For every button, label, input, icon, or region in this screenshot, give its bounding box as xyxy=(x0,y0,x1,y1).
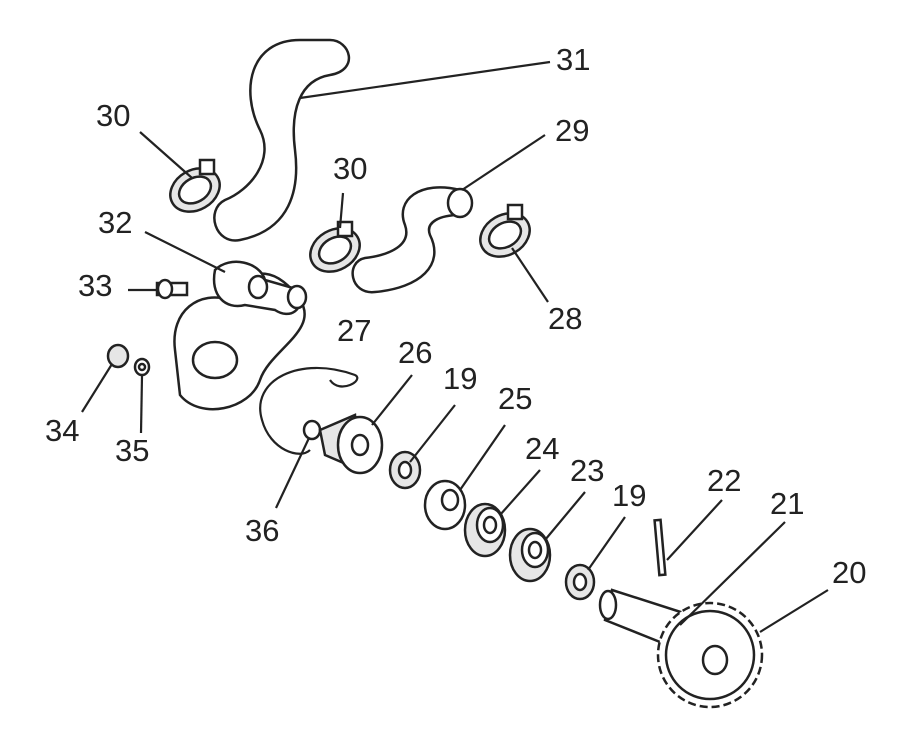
bolt-33 xyxy=(155,278,189,300)
callout-30-middle: 30 xyxy=(333,151,368,186)
callout-22: 22 xyxy=(707,463,742,498)
bearing-24 xyxy=(463,502,507,558)
callout-33: 33 xyxy=(78,268,113,303)
callout-19-a: 19 xyxy=(443,361,478,396)
pin-22 xyxy=(653,518,667,577)
callout-32: 32 xyxy=(98,205,133,240)
callout-29: 29 xyxy=(555,113,590,148)
impeller-26 xyxy=(318,413,384,475)
gasket-27 xyxy=(259,366,359,455)
callout-34: 34 xyxy=(45,413,80,448)
washer-19-b xyxy=(564,563,596,601)
callout-24: 24 xyxy=(525,431,560,466)
leader-lines xyxy=(81,60,829,633)
clamp-30-middle xyxy=(309,220,361,273)
callout-19-b: 19 xyxy=(612,478,647,513)
callout-21: 21 xyxy=(770,486,805,521)
callout-20: 20 xyxy=(832,555,867,590)
callout-36: 36 xyxy=(245,513,280,548)
callout-23: 23 xyxy=(570,453,605,488)
plug-34 xyxy=(106,343,130,369)
clamp-30-left xyxy=(169,158,221,213)
clamp-28 xyxy=(479,203,531,258)
callout-28: 28 xyxy=(548,301,583,336)
washer-35 xyxy=(133,357,151,377)
callout-27: 27 xyxy=(337,313,372,348)
hose-29 xyxy=(351,186,462,294)
callout-35: 35 xyxy=(115,433,150,468)
callout-26: 26 xyxy=(398,335,433,370)
callout-25: 25 xyxy=(498,381,533,416)
callout-30-left: 30 xyxy=(96,98,131,133)
hose-31 xyxy=(213,38,350,242)
callout-31: 31 xyxy=(556,42,591,77)
o-ring-36 xyxy=(302,419,322,441)
gear-20 xyxy=(656,601,764,709)
seal-25 xyxy=(423,479,467,531)
washer-19-a xyxy=(388,450,422,490)
bearing-23 xyxy=(508,527,552,583)
